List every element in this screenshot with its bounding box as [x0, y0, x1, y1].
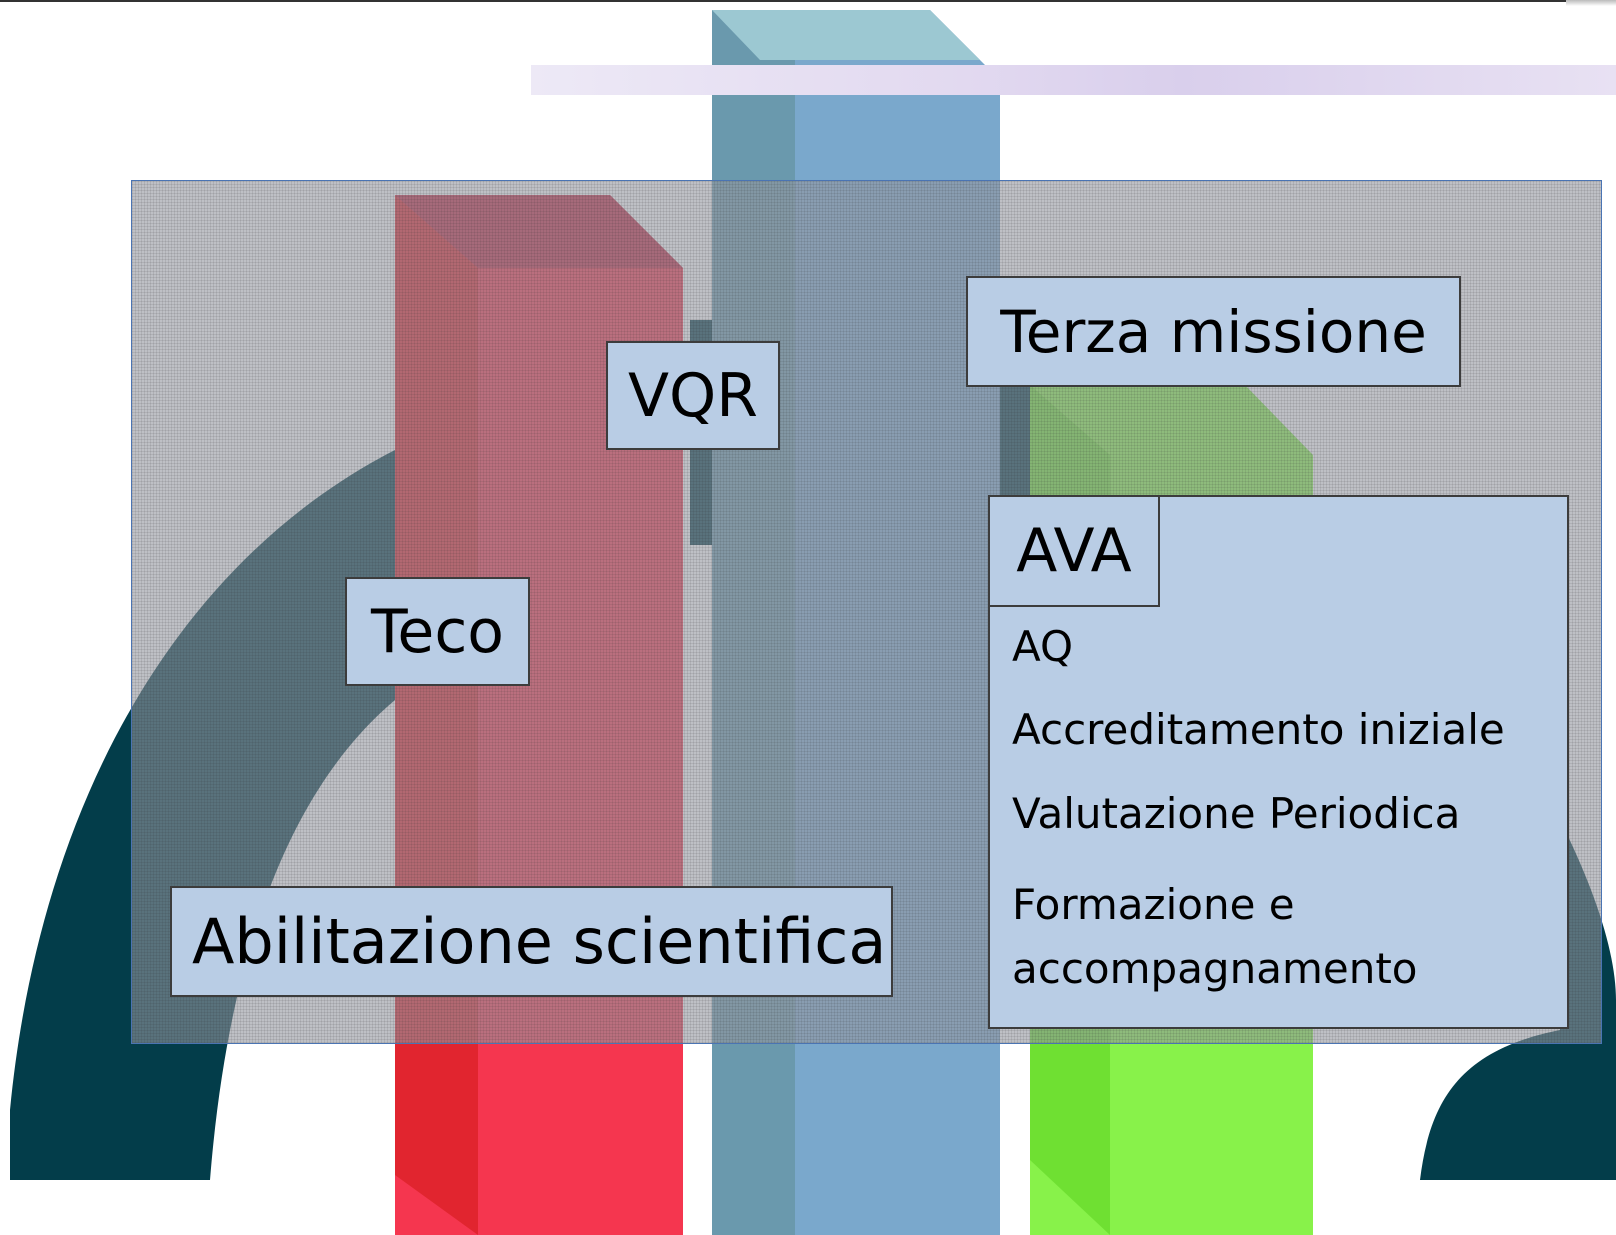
blue-pillar-top — [712, 10, 980, 60]
vqr-label: VQR — [606, 341, 780, 450]
ava-title: AVA — [988, 495, 1160, 607]
top-rule — [0, 0, 1566, 2]
ava-item-accreditamento: Accreditamento iniziale — [1012, 705, 1505, 754]
terza-missione-label: Terza missione — [966, 276, 1461, 387]
ava-item-formazione: Formazione e accompagnamento — [1012, 880, 1418, 993]
decorative-gradient-bar — [531, 65, 1616, 95]
ava-item-aq: AQ — [1012, 622, 1074, 671]
top-corner — [1566, 0, 1616, 6]
abilitazione-scientifica-label: Abilitazione scientifica — [170, 886, 893, 997]
ava-item-valutazione: Valutazione Periodica — [1012, 789, 1461, 838]
teco-label: Teco — [345, 577, 530, 686]
